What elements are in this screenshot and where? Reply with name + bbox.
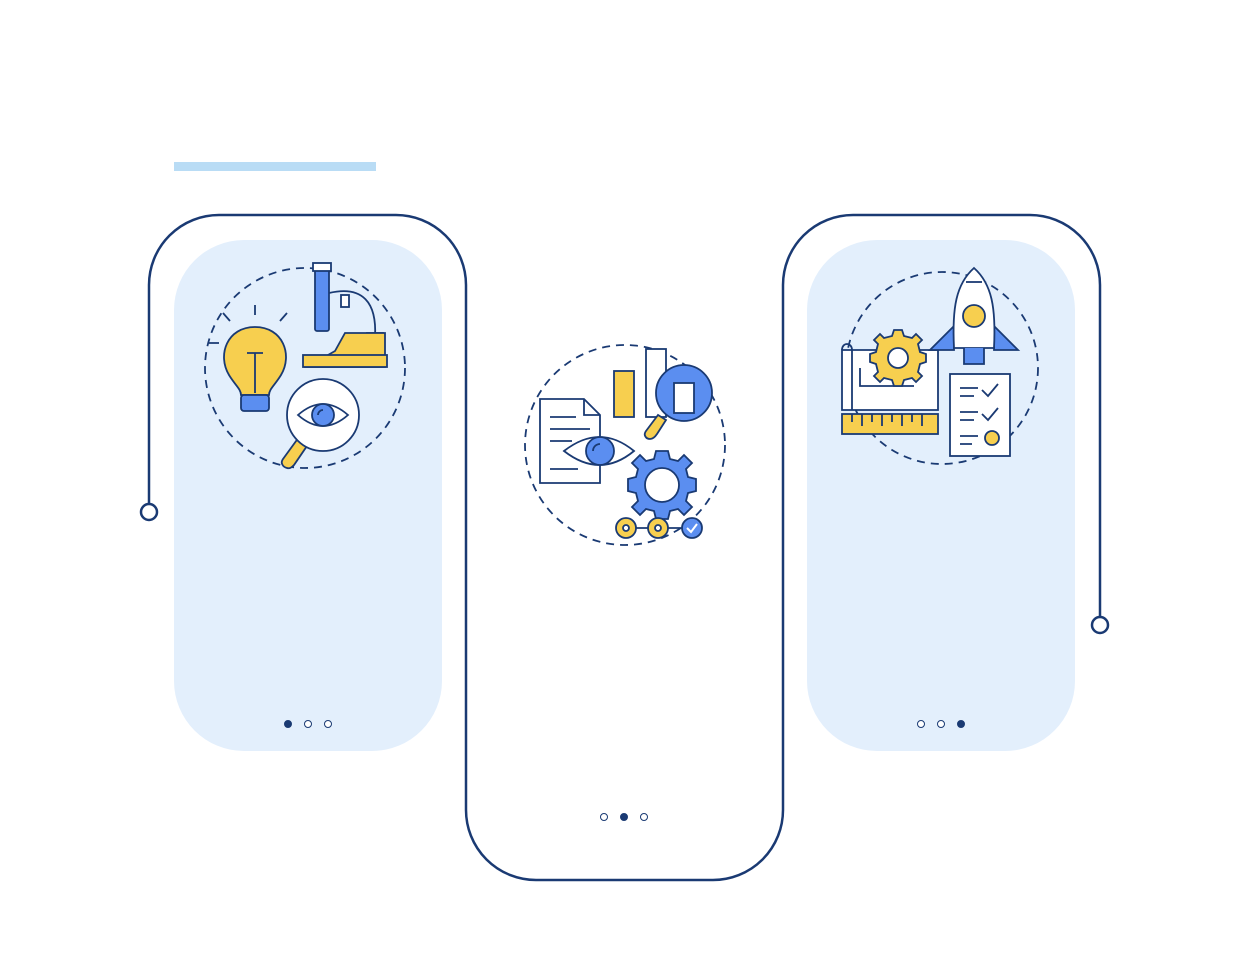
- dashed-circle: [204, 267, 406, 469]
- step-1-icon-group: [204, 262, 406, 470]
- indicator-dot-active: [957, 720, 965, 728]
- indicator-dot: [304, 720, 312, 728]
- indicator-dot-active: [284, 720, 292, 728]
- rocket-icon: [927, 266, 1021, 365]
- step-3-card: [807, 240, 1075, 751]
- step-2-indicator: [600, 812, 648, 822]
- document-eye-icon: [539, 398, 636, 484]
- indicator-dot: [917, 720, 925, 728]
- step-1-card: [174, 240, 442, 751]
- blueprint-gear-icon: [841, 329, 939, 435]
- step-1-indicator: [284, 719, 332, 729]
- step-2-icon-group: [524, 344, 726, 546]
- gear-process-icon: [615, 450, 703, 539]
- step-3-indicator: [917, 719, 965, 729]
- step-3-icon-group: [841, 266, 1039, 465]
- indicator-dot: [324, 720, 332, 728]
- lightbulb-icon: [209, 305, 288, 412]
- indicator-dot: [640, 813, 648, 821]
- end-node: [1090, 615, 1110, 635]
- start-node: [139, 502, 159, 522]
- bar-chart-magnifier-icon: [613, 348, 713, 440]
- indicator-dot: [600, 813, 608, 821]
- magnifier-eye-icon: [280, 378, 360, 470]
- dashed-circle: [524, 344, 726, 546]
- indicator-dot: [937, 720, 945, 728]
- title-placeholder-bar: [174, 162, 376, 171]
- checklist-icon: [949, 373, 1011, 457]
- microscope-icon: [302, 262, 388, 368]
- indicator-dot-active: [620, 813, 628, 821]
